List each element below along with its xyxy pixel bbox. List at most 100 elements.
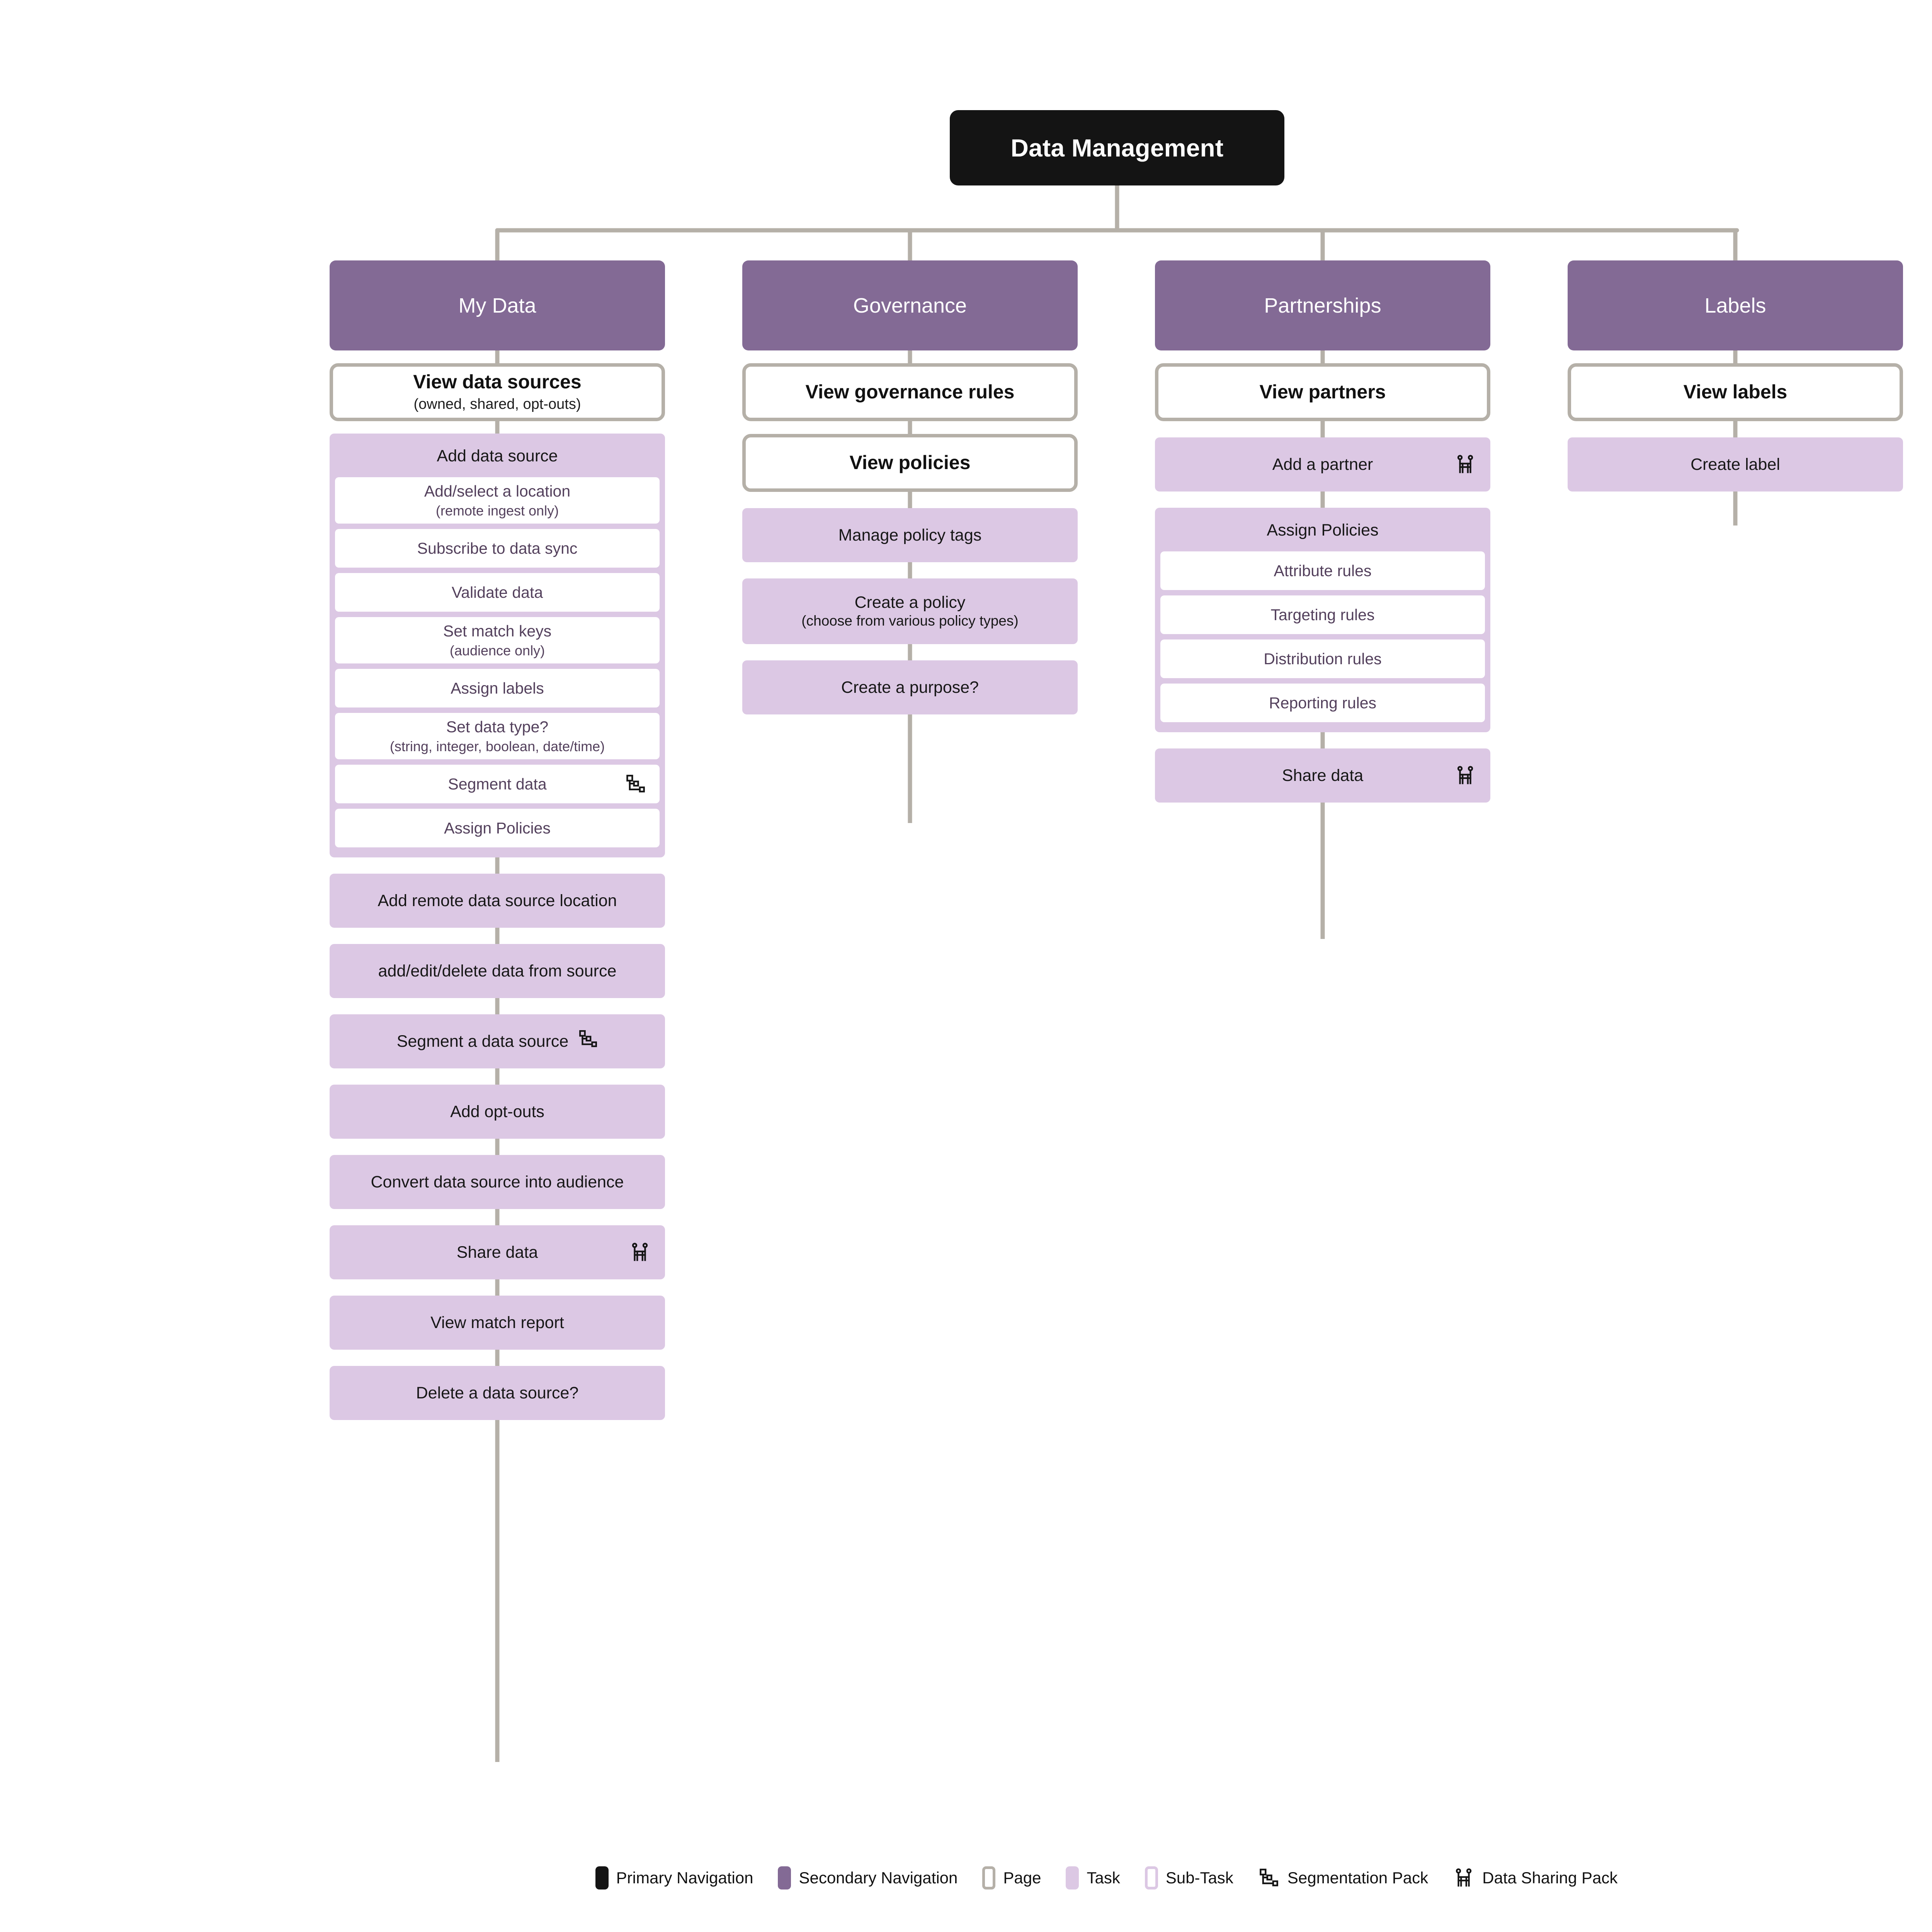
subtask-set-match-keys[interactable]: Set match keys (audience only): [335, 617, 660, 663]
legend-label: Data Sharing Pack: [1482, 1869, 1618, 1887]
task-title: Create a purpose?: [841, 678, 979, 697]
subtask-set-data-type[interactable]: Set data type? (string, integer, boolean…: [335, 713, 660, 759]
sub-task-swatch: [1145, 1866, 1158, 1889]
task-group-title: Assign Policies: [1267, 521, 1379, 539]
task-create-label[interactable]: Create label: [1568, 437, 1903, 492]
subtask-title: Segment data: [448, 775, 547, 793]
legend-label: Sub-Task: [1165, 1869, 1233, 1887]
legend-item-sub-task: Sub-Task: [1145, 1866, 1233, 1889]
subtask-reporting-rules[interactable]: Reporting rules: [1160, 684, 1485, 722]
task-share-data-partnerships[interactable]: Share data: [1155, 748, 1490, 803]
legend-label: Primary Navigation: [616, 1869, 753, 1887]
subtask-title: Attribute rules: [1274, 561, 1372, 580]
secondary-nav-labels[interactable]: Labels: [1568, 260, 1903, 350]
subtask-title: Set data type?: [446, 718, 549, 736]
subtask-distribution-rules[interactable]: Distribution rules: [1160, 639, 1485, 678]
page-subtitle: (owned, shared, opt-outs): [413, 396, 581, 412]
subtask-title: Assign labels: [451, 679, 544, 697]
subtask-add-select-location[interactable]: Add/select a location (remote ingest onl…: [335, 477, 660, 524]
legend-item-primary-navigation: Primary Navigation: [595, 1866, 753, 1889]
segmentation-pack-icon: [1258, 1866, 1280, 1889]
column-governance: Governance View governance rules View po…: [742, 260, 1078, 714]
page-title: View policies: [849, 452, 971, 474]
subtask-title: Assign Policies: [444, 819, 551, 837]
task-add-remote-data-source-location[interactable]: Add remote data source location: [330, 874, 665, 928]
page-title: View partners: [1259, 381, 1386, 403]
legend-label: Secondary Navigation: [799, 1869, 958, 1887]
page-view-data-sources[interactable]: View data sources (owned, shared, opt-ou…: [330, 363, 665, 421]
secondary-nav-label: Labels: [1704, 294, 1766, 317]
secondary-nav-label: Governance: [853, 294, 967, 317]
subtask-title: Distribution rules: [1264, 650, 1382, 668]
page-view-policies[interactable]: View policies: [742, 434, 1078, 492]
data-sharing-pack-icon: [1453, 1866, 1475, 1889]
task-title: Create label: [1690, 455, 1780, 474]
root-node-label: Data Management: [1010, 134, 1224, 162]
segmentation-pack-icon: [578, 1029, 598, 1053]
task-title: Segment a data source: [396, 1032, 569, 1051]
task-title: Add opt-outs: [450, 1102, 544, 1121]
page-title: View data sources: [413, 371, 582, 393]
secondary-navigation-swatch: [778, 1866, 791, 1889]
task-convert-data-source-into-audience[interactable]: Convert data source into audience: [330, 1155, 665, 1209]
task-add-opt-outs[interactable]: Add opt-outs: [330, 1085, 665, 1139]
primary-navigation-swatch: [595, 1866, 609, 1889]
column-labels: Labels View labels Create label: [1568, 260, 1903, 492]
subtask-validate-data[interactable]: Validate data: [335, 573, 660, 612]
page-swatch: [982, 1866, 996, 1889]
legend: Primary Navigation Secondary Navigation …: [0, 1866, 1932, 1889]
secondary-nav-governance[interactable]: Governance: [742, 260, 1078, 350]
page-view-labels[interactable]: View labels: [1568, 363, 1903, 421]
subtask-subtitle: (string, integer, boolean, date/time): [389, 738, 605, 754]
subtask-subscribe-data-sync[interactable]: Subscribe to data sync: [335, 529, 660, 568]
subtask-segment-data[interactable]: Segment data: [335, 765, 660, 803]
legend-item-task: Task: [1066, 1866, 1120, 1889]
task-swatch: [1066, 1866, 1079, 1889]
primary-navigation-node[interactable]: Data Management: [950, 110, 1284, 185]
subtask-assign-labels[interactable]: Assign labels: [335, 669, 660, 707]
task-segment-a-data-source[interactable]: Segment a data source: [330, 1014, 665, 1068]
subtask-title: Set match keys: [443, 622, 552, 640]
subtask-title: Add/select a location: [424, 482, 571, 500]
task-title: Add a partner: [1272, 455, 1373, 474]
task-title: Share data: [1282, 766, 1364, 785]
secondary-nav-my-data[interactable]: My Data: [330, 260, 665, 350]
column-partnerships: Partnerships View partners Add a partner: [1155, 260, 1490, 803]
subtask-title: Subscribe to data sync: [417, 539, 578, 557]
subtask-subtitle: (remote ingest only): [435, 502, 559, 519]
data-sharing-pack-icon: [629, 1242, 650, 1263]
subtask-title: Targeting rules: [1270, 605, 1375, 624]
subtask-targeting-rules[interactable]: Targeting rules: [1160, 595, 1485, 634]
page-view-governance-rules[interactable]: View governance rules: [742, 363, 1078, 421]
task-title: add/edit/delete data from source: [378, 961, 617, 980]
subtask-subtitle: (audience only): [449, 642, 545, 658]
task-add-a-partner[interactable]: Add a partner: [1155, 437, 1490, 492]
legend-item-secondary-navigation: Secondary Navigation: [778, 1866, 957, 1889]
task-group-add-data-source[interactable]: Add data source Add/select a location (r…: [330, 434, 665, 857]
legend-item-data-sharing-pack: Data Sharing Pack: [1453, 1866, 1617, 1889]
secondary-nav-partnerships[interactable]: Partnerships: [1155, 260, 1490, 350]
data-sharing-pack-icon: [1455, 454, 1476, 475]
task-share-data[interactable]: Share data: [330, 1225, 665, 1279]
task-view-match-report[interactable]: View match report: [330, 1296, 665, 1350]
subtask-assign-policies[interactable]: Assign Policies: [335, 809, 660, 847]
task-create-a-policy[interactable]: Create a policy (choose from various pol…: [742, 578, 1078, 644]
secondary-nav-label: Partnerships: [1264, 294, 1381, 317]
task-title: View match report: [430, 1313, 564, 1332]
task-subtitle: (choose from various policy types): [801, 613, 1019, 629]
task-delete-a-data-source[interactable]: Delete a data source?: [330, 1366, 665, 1420]
task-title-with-icon: Segment a data source: [397, 1029, 598, 1053]
task-group-assign-policies[interactable]: Assign Policies Attribute rules Targetin…: [1155, 508, 1490, 732]
subtask-attribute-rules[interactable]: Attribute rules: [1160, 551, 1485, 590]
task-create-a-purpose[interactable]: Create a purpose?: [742, 660, 1078, 714]
data-sharing-pack-icon: [1455, 765, 1476, 786]
task-add-edit-delete-data[interactable]: add/edit/delete data from source: [330, 944, 665, 998]
column-my-data: My Data View data sources (owned, shared…: [330, 260, 665, 1420]
subtask-title: Validate data: [451, 583, 543, 601]
task-manage-policy-tags[interactable]: Manage policy tags: [742, 508, 1078, 562]
task-title: Create a policy: [854, 593, 966, 612]
subtask-title: Reporting rules: [1269, 694, 1377, 712]
page-view-partners[interactable]: View partners: [1155, 363, 1490, 421]
legend-label: Segmentation Pack: [1287, 1869, 1429, 1887]
